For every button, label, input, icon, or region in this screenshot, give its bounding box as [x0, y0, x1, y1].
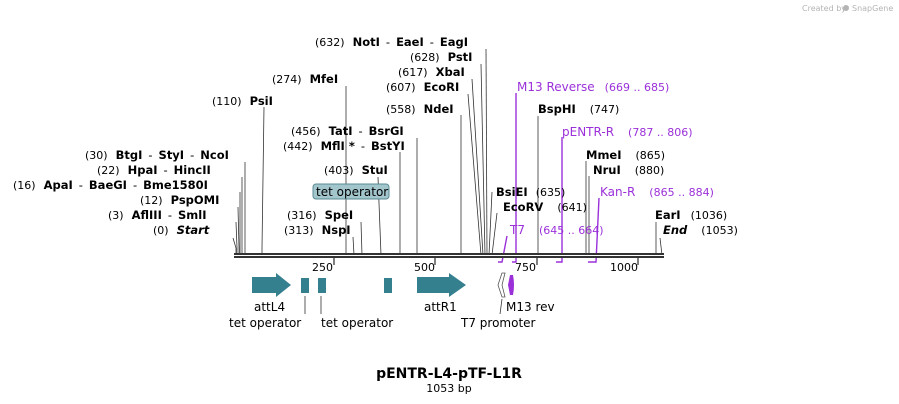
- features: [252, 272, 514, 298]
- site-line-spei: [360, 221, 363, 256]
- site-start[interactable]: (0)Start: [153, 223, 210, 237]
- site-line-nspi: [352, 236, 355, 256]
- feature-label-attl4: attL4: [254, 300, 285, 314]
- site-end[interactable]: End(1053): [663, 223, 738, 237]
- primer-line-t7: [498, 235, 508, 263]
- site-spei[interactable]: (316)SpeI: [287, 208, 353, 222]
- site-nspi[interactable]: (313)NspI: [284, 223, 351, 237]
- plasmid-title: pENTR-L4-pTF-L1R: [376, 366, 522, 382]
- site-ecori[interactable]: (607)EcoRI: [386, 80, 459, 94]
- tet-operator-box-label: tet operator: [316, 185, 388, 199]
- primer-line-pentr-r: [556, 137, 563, 263]
- site-line-noti: [485, 48, 488, 256]
- site-line-end: [659, 237, 663, 256]
- site-line-ecorv: [491, 212, 498, 256]
- snapgene-logo-icon: [843, 5, 849, 11]
- site-eari[interactable]: EarI(1036): [655, 208, 727, 222]
- ruler-labels: 250 500 750 1000: [312, 261, 638, 274]
- feature-labels: attL4 tet operator tet operator attR1 T7…: [229, 300, 555, 330]
- feature-tet-operator-1[interactable]: [301, 278, 309, 293]
- site-stui[interactable]: (403)StuI: [324, 163, 388, 177]
- site-ndei[interactable]: (558)NdeI: [386, 102, 454, 116]
- site-line-ecori: [467, 93, 482, 256]
- site-mfei[interactable]: (274)MfeI: [272, 72, 338, 86]
- plasmid-length: 1053 bp: [426, 382, 471, 395]
- site-line-aflIII: [235, 221, 238, 255]
- ruler: [333, 258, 639, 265]
- feature-m13-rev-arrow[interactable]: [508, 275, 514, 295]
- snapgene-credit: Created by SnapGene: [802, 4, 893, 13]
- site-ecorv[interactable]: EcoRV(641): [503, 200, 587, 214]
- primer-labels: M13 Reverse(669 .. 685) pENTR-R(787 .. 8…: [509, 80, 714, 237]
- tick-label-1000: 1000: [610, 261, 638, 274]
- site-pspomi[interactable]: (12)PspOMI: [140, 193, 219, 207]
- feature-attl4-arrow[interactable]: [252, 273, 291, 297]
- tet-operator-box[interactable]: tet operator: [312, 183, 390, 200]
- site-btgi-styi-ncoi[interactable]: (30)BtgI-StyI-NcoI: [85, 148, 229, 162]
- site-line-start: [232, 237, 237, 255]
- credit-text: Created by: [802, 4, 846, 13]
- feature-lines: [304, 296, 503, 315]
- primer-t7[interactable]: T7(645 .. 664): [509, 223, 604, 237]
- primer-line-m13-reverse: [512, 93, 517, 263]
- primer-lines: [498, 93, 600, 263]
- feature-tet-operator-3[interactable]: [384, 278, 392, 293]
- tick-label-750: 750: [515, 261, 536, 274]
- primer-pentr-r[interactable]: pENTR-R(787 .. 806): [562, 125, 693, 139]
- site-noti-eaei-eagi[interactable]: (632)NotI-EaeI-EagI: [315, 35, 468, 49]
- tick-label-500: 500: [414, 261, 435, 274]
- site-xbai[interactable]: (617)XbaI: [398, 65, 465, 79]
- credit-brand: SnapGene: [852, 4, 893, 13]
- feature-tet-operator-2[interactable]: [318, 278, 326, 293]
- backbone: [234, 253, 664, 258]
- site-lines: [232, 48, 663, 256]
- primer-line-kan-r: [588, 197, 600, 263]
- feature-line-t7: [499, 298, 503, 315]
- site-mfli-bstyi[interactable]: (442)MflI *-BstYI: [283, 139, 405, 153]
- site-psii[interactable]: (110)PsiI: [212, 94, 273, 108]
- feature-label-t7-promoter: T7 promoter: [460, 316, 536, 330]
- tet-operator-box-bg: [312, 183, 390, 200]
- site-aflIII-smlI[interactable]: (3)AflIII-SmlI: [108, 208, 207, 222]
- site-psti[interactable]: (628)PstI: [410, 50, 472, 64]
- site-line-psti: [480, 63, 486, 256]
- site-mmei[interactable]: MmeI(865): [586, 148, 665, 162]
- feature-label-tet-operator-1: tet operator: [229, 316, 301, 330]
- primer-kan-r[interactable]: Kan-R(865 .. 884): [600, 185, 714, 199]
- site-labels: (0)Start (3)AflIII-SmlI (12)PspOMI (16)A…: [13, 35, 738, 237]
- feature-t7-promoter-arrow[interactable]: [497, 272, 506, 298]
- site-bsphi[interactable]: BspHI(747): [538, 102, 619, 116]
- site-line-xbai: [471, 78, 484, 256]
- feature-label-m13-rev: M13 rev: [506, 300, 555, 314]
- tick-label-250: 250: [312, 261, 333, 274]
- site-hpai-hincii[interactable]: (22)HpaI-HincII: [97, 163, 211, 177]
- feature-attr1-arrow[interactable]: [417, 273, 466, 297]
- site-tati-bsrgi[interactable]: (456)TatI-BsrGI: [291, 124, 404, 138]
- primer-m13-reverse[interactable]: M13 Reverse(669 .. 685): [517, 80, 669, 94]
- site-bsiei[interactable]: BsiEI(635): [496, 185, 565, 199]
- site-nrui[interactable]: NruI(880): [593, 163, 664, 177]
- site-apai-baegi-bme1580i[interactable]: (16)ApaI-BaeGI-Bme1580I: [13, 178, 208, 192]
- site-line-bsiei: [488, 191, 493, 256]
- site-line-pspomi: [237, 206, 240, 255]
- feature-label-tet-operator-2: tet operator: [321, 316, 393, 330]
- site-line-psii: [261, 106, 265, 255]
- feature-label-attr1: attR1: [424, 300, 457, 314]
